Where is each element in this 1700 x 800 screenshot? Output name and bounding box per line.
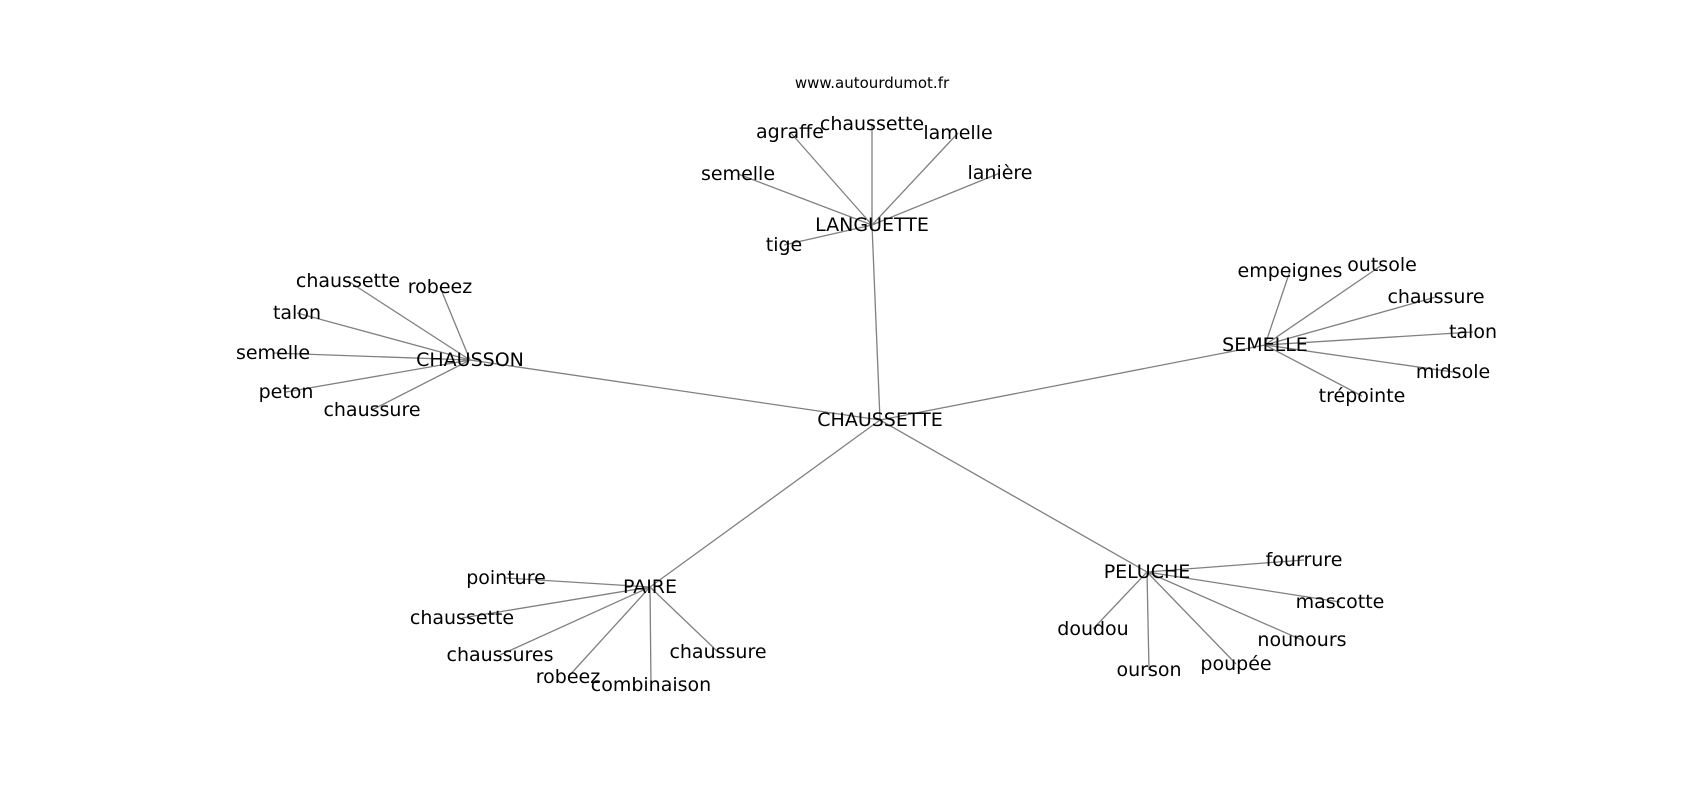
leaf-node-paire-pointure: pointure (466, 567, 546, 589)
edge-languette-laniere (871, 172, 1001, 226)
hub-node-chausson: CHAUSSON (416, 349, 524, 371)
leaf-node-semelle-outsole: outsole (1347, 254, 1417, 276)
source-website-label: www.autourdumot.fr (795, 74, 950, 92)
leaf-node-languette-chaussette: chaussette (820, 113, 924, 135)
edge-languette-tige (783, 224, 873, 246)
edge-semelle-empeignes (1264, 270, 1291, 346)
leaf-node-semelle-chaussure: chaussure (1387, 286, 1484, 308)
edge-languette-lamelle (871, 132, 959, 226)
leaf-node-languette-laniere: lanière (967, 162, 1032, 184)
edge-semelle-chaussure (1264, 296, 1437, 346)
leaf-node-semelle-talon: talon (1449, 321, 1497, 343)
leaf-node-semelle-midsole: midsole (1416, 361, 1490, 383)
leaf-node-chausson-peton: peton (259, 381, 314, 403)
hub-node-peluche: PELUCHE (1104, 561, 1191, 583)
edge-chausson-robeez (439, 286, 471, 361)
edge-semelle-talon (1264, 331, 1474, 346)
edge-paire-robeez (567, 586, 651, 678)
edge-peluche-fourrure (1146, 559, 1305, 573)
leaf-node-peluche-doudou: doudou (1057, 618, 1128, 640)
edge-languette-agraffe (789, 131, 873, 226)
edge-center-languette (871, 224, 881, 421)
leaf-node-languette-agraffe: agraffe (756, 121, 824, 143)
edge-paire-chaussures (499, 586, 651, 656)
edge-peluche-doudou (1092, 571, 1148, 630)
leaf-node-languette-tige: tige (766, 234, 802, 256)
edge-paire-pointure (505, 577, 651, 588)
edge-paire-chaussure (649, 586, 719, 653)
leaf-node-paire-chaussure: chaussure (669, 641, 766, 663)
leaf-node-semelle-trepointe: trépointe (1319, 385, 1406, 407)
leaf-node-peluche-nounours: nounours (1257, 629, 1346, 651)
edge-peluche-ourson (1146, 571, 1150, 671)
center-node-label: CHAUSSETTE (817, 409, 942, 431)
edge-semelle-midsole (1264, 344, 1454, 373)
leaf-node-languette-semelle: semelle (701, 163, 775, 185)
edge-center-paire (649, 419, 881, 588)
edge-languette-semelle (737, 173, 873, 226)
edge-center-peluche (879, 419, 1148, 573)
leaf-node-chausson-chaussette: chaussette (296, 270, 400, 292)
leaf-node-paire-combinaison: combinaison (591, 674, 711, 696)
hub-node-semelle: SEMELLE (1222, 334, 1308, 356)
edge-semelle-outsole (1264, 264, 1383, 346)
edge-peluche-poupee (1146, 571, 1237, 665)
edge-chausson-semelle (272, 352, 471, 361)
edge-chausson-chaussette (347, 280, 471, 361)
edge-chausson-talon (296, 312, 471, 361)
edge-chausson-peton (285, 359, 471, 393)
hub-node-languette: LANGUETTE (815, 214, 929, 236)
leaf-node-chausson-robeez: robeez (408, 276, 472, 298)
leaf-node-chausson-chaussure: chaussure (323, 399, 420, 421)
leaf-node-chausson-talon: talon (273, 302, 321, 324)
leaf-node-chausson-semelle: semelle (236, 342, 310, 364)
leaf-node-languette-lamelle: lamelle (923, 122, 992, 144)
edge-chausson-chaussure (371, 359, 471, 411)
leaf-node-paire-chaussette: chaussette (410, 607, 514, 629)
leaf-node-semelle-empeignes: empeignes (1238, 260, 1343, 282)
hub-node-paire: PAIRE (623, 576, 677, 598)
leaf-node-peluche-mascotte: mascotte (1296, 591, 1385, 613)
leaf-node-peluche-poupee: poupée (1200, 653, 1271, 675)
edge-semelle-trepointe (1264, 344, 1363, 397)
edge-center-semelle (879, 344, 1266, 421)
leaf-node-paire-robeez: robeez (536, 666, 600, 688)
edge-center-chausson (469, 359, 881, 421)
graph-edges (272, 124, 1474, 686)
leaf-node-peluche-fourrure: fourrure (1266, 549, 1343, 571)
leaf-node-paire-chaussures: chaussures (447, 644, 554, 666)
edge-peluche-nounours (1146, 571, 1303, 641)
leaf-node-peluche-ourson: ourson (1116, 659, 1181, 681)
edge-paire-combinaison (649, 586, 652, 686)
edge-peluche-mascotte (1146, 571, 1341, 603)
edge-paire-chaussette (461, 586, 651, 619)
